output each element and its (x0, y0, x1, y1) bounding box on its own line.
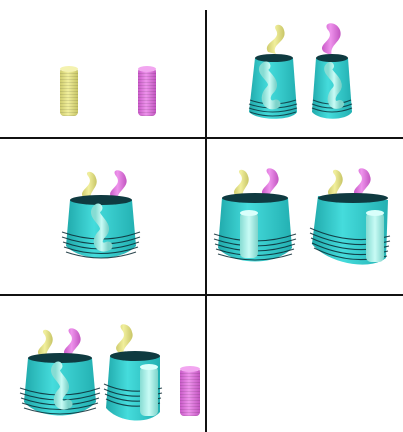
pink-cylinder (138, 66, 156, 116)
wide-cup-assembly (62, 170, 140, 258)
cup-assembly-with-insert (104, 324, 162, 420)
panel-1 (60, 66, 156, 116)
cup-assembly (20, 328, 100, 415)
yellow-cylinder (60, 66, 78, 116)
wide-cup-assembly-rear-insert (310, 168, 390, 264)
tall-cup-pink-s (312, 23, 352, 119)
panel-2 (249, 23, 352, 119)
tall-cup-yellow-s (249, 25, 297, 119)
pink-cylinder-loose (180, 366, 200, 416)
panel-4 (214, 168, 390, 264)
panel-5 (20, 324, 200, 420)
panel-3 (62, 170, 140, 258)
wide-cup-assembly-front-insert (214, 168, 296, 261)
